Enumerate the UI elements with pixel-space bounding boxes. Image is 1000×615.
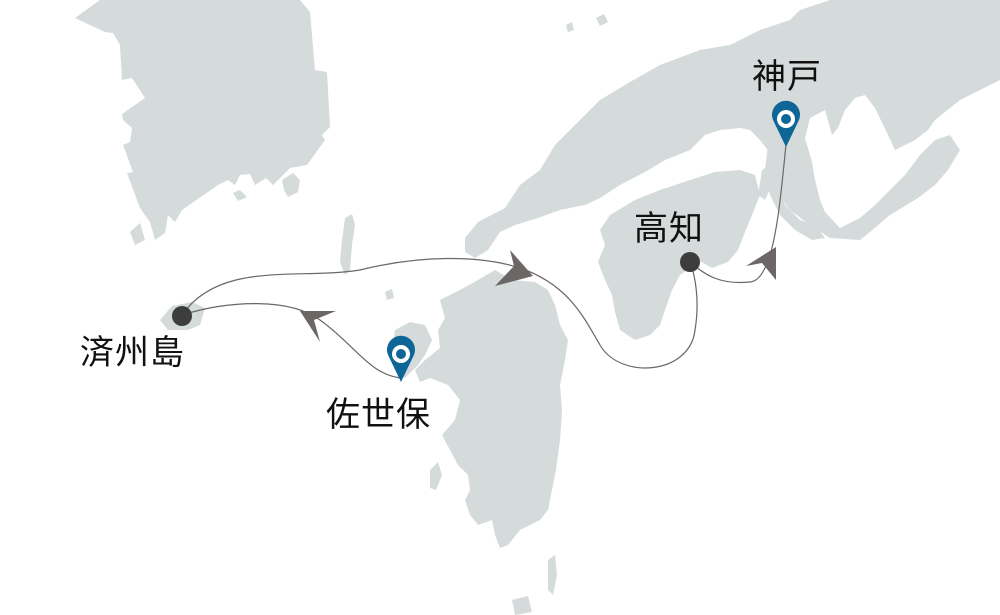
port-label-kobe: 神戸	[752, 57, 822, 97]
land-kyushu	[415, 270, 568, 548]
direction-arrow-icon	[495, 250, 533, 286]
land-island	[566, 22, 574, 32]
land-goto	[430, 462, 442, 490]
land-island	[385, 289, 394, 300]
land-awaji	[758, 165, 772, 200]
port-label-sasebo: 佐世保	[326, 395, 431, 435]
land-tanegashima	[548, 555, 557, 595]
route-lines	[181, 144, 787, 379]
port-label-jeju: 済州島	[80, 333, 185, 373]
port-label-kochi: 高知	[634, 209, 704, 249]
route-jeju-to-kochi	[181, 257, 698, 369]
land-island	[596, 14, 608, 26]
land-tsushima	[340, 214, 355, 275]
land-shikoku	[598, 170, 760, 340]
kobe-pin-icon[interactable]	[772, 100, 800, 147]
land-korea-island	[130, 223, 145, 245]
land-korea-island	[282, 173, 300, 197]
kochi-stop-dot-icon[interactable]	[680, 252, 700, 272]
jeju-stop-dot-icon[interactable]	[172, 306, 192, 326]
land-korea	[75, 0, 330, 240]
land-korea-island	[233, 190, 247, 201]
sasebo-pin-icon[interactable]	[387, 335, 415, 382]
route-kochi-to-kobe	[689, 144, 787, 284]
land-honshu	[465, 0, 1000, 258]
land-yakushima	[512, 596, 532, 615]
direction-arrow-icon	[300, 311, 336, 342]
land-kinki	[765, 115, 825, 240]
direction-arrow-icon	[746, 247, 776, 280]
route-sasebo-to-jeju	[181, 303, 402, 379]
